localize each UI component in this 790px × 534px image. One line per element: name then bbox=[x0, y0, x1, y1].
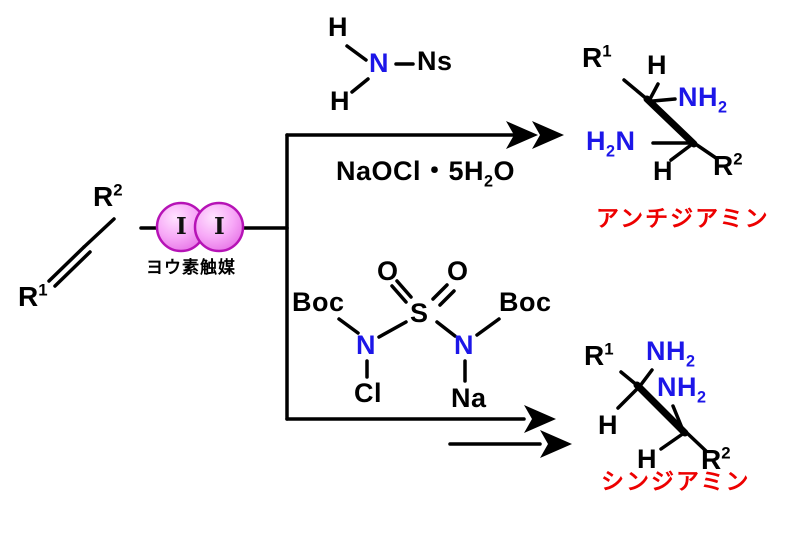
amine-n-label: N bbox=[369, 48, 389, 78]
oxidant-formula-label: NaOCl・5H2O bbox=[336, 156, 516, 191]
anti-product-h-top-label: H bbox=[647, 50, 667, 80]
syn-product-r2-label: R2 bbox=[701, 443, 731, 475]
syn-product-bonds bbox=[616, 368, 708, 453]
sulfamide-n-left-label: N bbox=[356, 330, 376, 360]
iodine-atom-left: I bbox=[176, 213, 187, 240]
anti-product-bonds bbox=[622, 78, 718, 162]
syn-product-h-bottom-label: H bbox=[637, 444, 657, 474]
syn-product-r1-label: R1 bbox=[584, 339, 614, 371]
substrate-r2-label: R2 bbox=[93, 180, 123, 212]
catalyst-label: ヨウ素触媒 bbox=[146, 258, 236, 277]
anti-product-h2n-label: H2N bbox=[586, 126, 636, 161]
sulfamide-boc-right-label: Boc bbox=[499, 287, 552, 317]
sulfamide-cl-label: Cl bbox=[354, 378, 382, 408]
catalyst-spheres bbox=[155, 201, 245, 253]
anti-product-r2-label: R2 bbox=[713, 149, 743, 181]
anti-product-nh2-label: NH2 bbox=[678, 82, 728, 117]
catalyst-sphere-right bbox=[193, 201, 245, 253]
substrate-r1-label: R1 bbox=[18, 280, 48, 312]
alkene-bonds bbox=[47, 217, 116, 288]
anti-product-r1-label: R1 bbox=[582, 41, 612, 73]
syn-product-name-label: シンジアミン bbox=[601, 468, 751, 494]
iodine-atom-right: I bbox=[214, 213, 225, 240]
sulfamide-s-label: S bbox=[410, 298, 429, 328]
amine-bonds bbox=[345, 44, 415, 94]
amine-h-bottom-label: H bbox=[330, 86, 350, 116]
sulfamide-bonds bbox=[337, 279, 501, 383]
syn-product-h-left-label: H bbox=[598, 410, 618, 440]
syn-product-nh2-upper-label: NH2 bbox=[646, 336, 696, 371]
anti-product-name-label: アンチジアミン bbox=[596, 205, 770, 231]
amine-ns-label: Ns bbox=[417, 46, 453, 76]
sulfamide-o-left-label: O bbox=[377, 256, 399, 286]
sulfamide-boc-left-label: Boc bbox=[292, 287, 345, 317]
sulfamide-na-label: Na bbox=[451, 383, 487, 413]
syn-product-nh2-lower-label: NH2 bbox=[657, 372, 707, 407]
sulfamide-n-right-label: N bbox=[454, 330, 474, 360]
anti-product-h-bottom-label: H bbox=[653, 156, 673, 186]
sulfamide-o-right-label: O bbox=[447, 256, 469, 286]
amine-h-top-label: H bbox=[328, 12, 348, 42]
arrowheads bbox=[506, 121, 572, 458]
